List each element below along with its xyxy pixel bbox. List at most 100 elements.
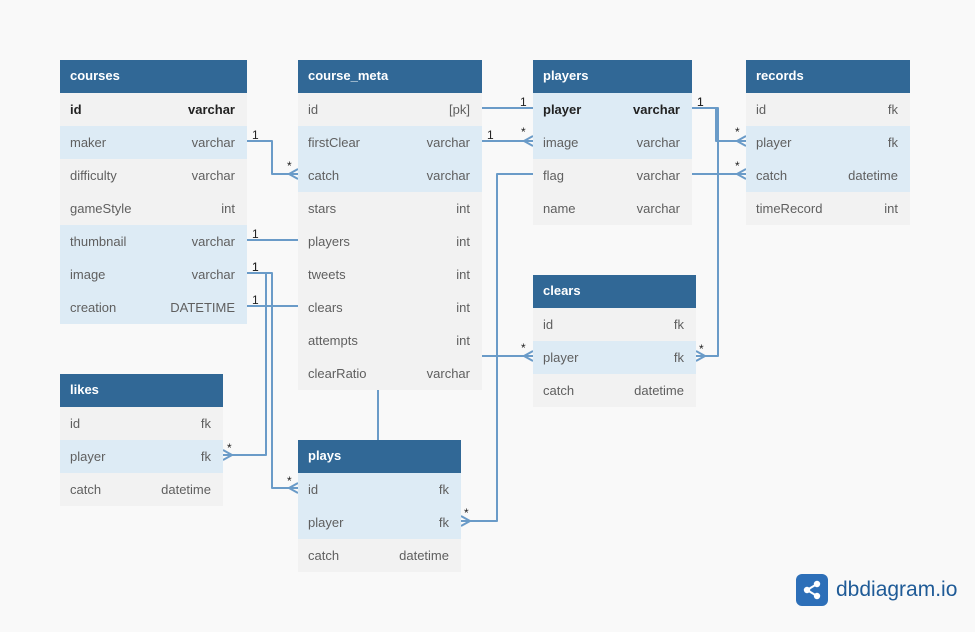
column-type: DATETIME: [170, 300, 235, 315]
column-row[interactable]: player fk: [746, 126, 910, 159]
relation-players-player-to-clears-player[interactable]: 1*: [692, 95, 719, 362]
table-header[interactable]: likes: [60, 374, 223, 407]
relation-courses-thumbnail-to-course-meta-players[interactable]: 1: [247, 227, 298, 241]
relation-course-meta-clearRatio-to-clears-player[interactable]: *: [482, 341, 534, 362]
column-name: player: [543, 102, 582, 117]
table-header[interactable]: plays: [298, 440, 461, 473]
column-name: firstClear: [308, 135, 361, 150]
column-name: image: [70, 267, 106, 282]
relation-players-flag-to-plays-player[interactable]: *: [460, 173, 533, 527]
column-type: datetime: [399, 548, 449, 563]
column-type: int: [456, 333, 470, 348]
column-type: varchar: [633, 102, 680, 117]
cardinality-label: 1: [520, 95, 527, 109]
column-row[interactable]: id fk: [746, 93, 910, 126]
cardinality-label: *: [521, 341, 526, 355]
column-type: fk: [887, 135, 898, 150]
table-header[interactable]: courses: [60, 60, 247, 93]
column-name: clearRatio: [308, 366, 367, 381]
column-type: varchar: [636, 201, 680, 216]
column-name: clears: [308, 300, 343, 315]
column-type: varchar: [188, 102, 235, 117]
column-name: id: [308, 102, 319, 117]
cardinality-label: 1: [697, 95, 704, 109]
table-header[interactable]: records: [746, 60, 910, 93]
dbdiagram-logo[interactable]: dbdiagram.io: [796, 574, 957, 606]
column-name: difficulty: [70, 168, 117, 183]
table-header[interactable]: clears: [533, 275, 696, 308]
relation-courses-maker-to-course-meta-catch[interactable]: 1*: [247, 128, 299, 180]
column-row[interactable]: gameStyle int: [60, 192, 247, 225]
column-name: id: [543, 317, 554, 332]
table-header[interactable]: players: [533, 60, 692, 93]
column-row[interactable]: creation DATETIME: [60, 291, 247, 324]
cardinality-label: 1: [252, 293, 259, 307]
column-row[interactable]: catch datetime: [533, 374, 696, 407]
column-type: fk: [438, 482, 449, 497]
column-name: catch: [308, 548, 340, 563]
cardinality-label: 1: [487, 128, 494, 142]
column-type: int: [884, 201, 898, 216]
cardinality-label: *: [287, 474, 292, 488]
column-type: int: [221, 201, 235, 216]
column-name: catch: [543, 383, 575, 398]
column-type: datetime: [634, 383, 684, 398]
relation-courses-creation-to-course-meta-clears[interactable]: 1: [247, 293, 298, 307]
relation-courses-image-to-plays-id[interactable]: 1*: [247, 260, 299, 494]
column-name: player: [756, 135, 792, 150]
column-type: fk: [887, 102, 898, 117]
column-row[interactable]: id[pk]: [298, 93, 482, 126]
column-type: int: [456, 234, 470, 249]
cardinality-label: 1: [252, 227, 259, 241]
column-name: id: [756, 102, 767, 117]
column-type: fk: [438, 515, 449, 530]
column-type: varchar: [191, 234, 235, 249]
table-header[interactable]: course_meta: [298, 60, 482, 93]
relation-course-meta-firstClear-to-players-image[interactable]: 1*: [482, 125, 534, 147]
cardinality-label: *: [735, 125, 740, 139]
column-name: maker: [70, 135, 107, 150]
column-row[interactable]: catch datetime: [298, 539, 461, 572]
column-name: tweets: [308, 267, 346, 282]
cardinality-label: *: [735, 159, 740, 173]
column-name: image: [543, 135, 579, 150]
column-name: gameStyle: [70, 201, 132, 216]
column-row[interactable]: player varchar: [533, 93, 692, 126]
cardinality-label: 1: [697, 95, 704, 109]
relation-course-meta-id-to-players-player[interactable]: 1: [482, 95, 533, 109]
column-name: creation: [70, 300, 117, 315]
